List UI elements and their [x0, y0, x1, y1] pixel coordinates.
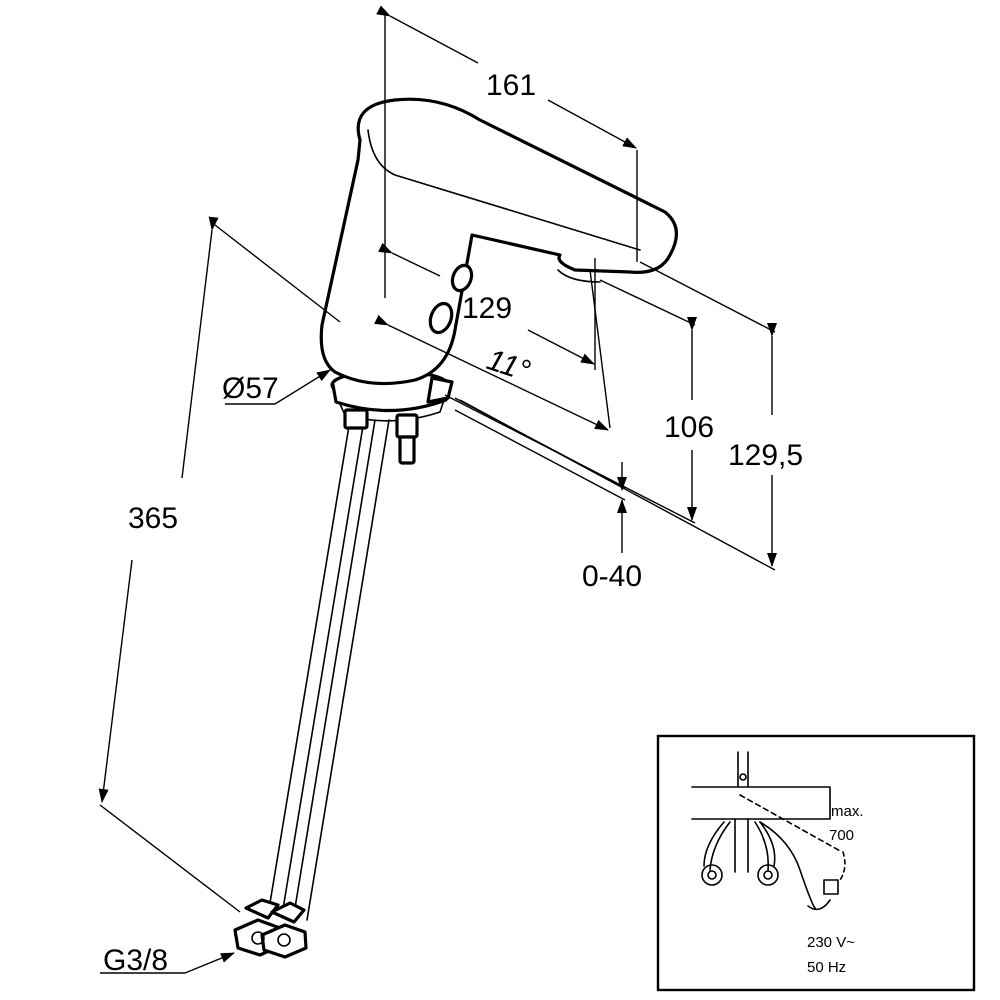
hose-length-label: 365 — [128, 502, 178, 535]
inset-max-label: max. — [831, 803, 864, 820]
electrical-inset: max. 700 230 V~ 50 Hz — [656, 734, 976, 992]
supply-hoses — [233, 419, 390, 959]
angle-label: 11° — [483, 343, 534, 388]
spout-reach-label: 161 — [486, 69, 536, 102]
deck-thickness-label: 0-40 — [582, 560, 642, 593]
inset-max-value: 700 — [829, 827, 854, 844]
thread-label: G3/8 — [103, 944, 168, 977]
inset-frequency: 50 Hz — [807, 959, 846, 976]
dimension-lines — [98, 5, 777, 974]
spout-height-label: 106 — [664, 411, 714, 444]
inset-voltage: 230 V~ — [807, 934, 855, 951]
total-height-label: 129,5 — [728, 439, 803, 472]
faucet-body — [319, 97, 678, 386]
spout-length-label: 129 — [462, 292, 512, 325]
base-diameter-label: Ø57 — [222, 372, 279, 405]
